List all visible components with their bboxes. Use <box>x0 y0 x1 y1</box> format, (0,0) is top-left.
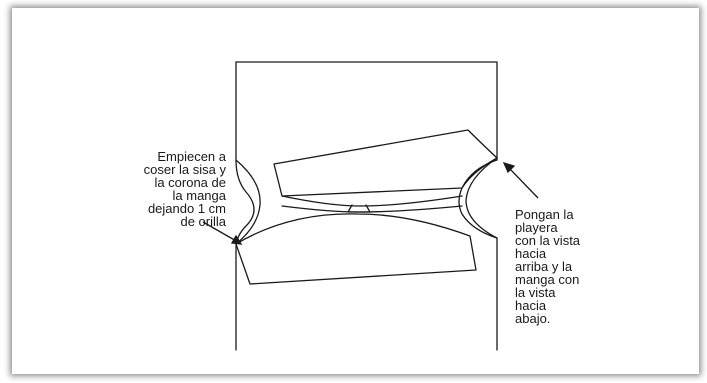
left-armhole-curve <box>235 159 261 245</box>
instruction-left-text: Empiecen a coser la sisa y la corona de … <box>143 149 226 229</box>
right-arrow <box>502 161 539 199</box>
lower-sleeve-outline <box>235 213 477 285</box>
instruction-right-text: Pongan la playera con la vista hacia arr… <box>515 207 581 326</box>
left-arrow <box>202 221 243 245</box>
diagram-sheet <box>12 8 699 374</box>
shirt-body-outline <box>235 61 255 351</box>
upper-sleeve-outline <box>273 129 498 197</box>
right-armhole-curve <box>465 157 498 239</box>
center-bridge-line <box>281 205 463 213</box>
upper-sleeve-seam <box>281 195 463 207</box>
